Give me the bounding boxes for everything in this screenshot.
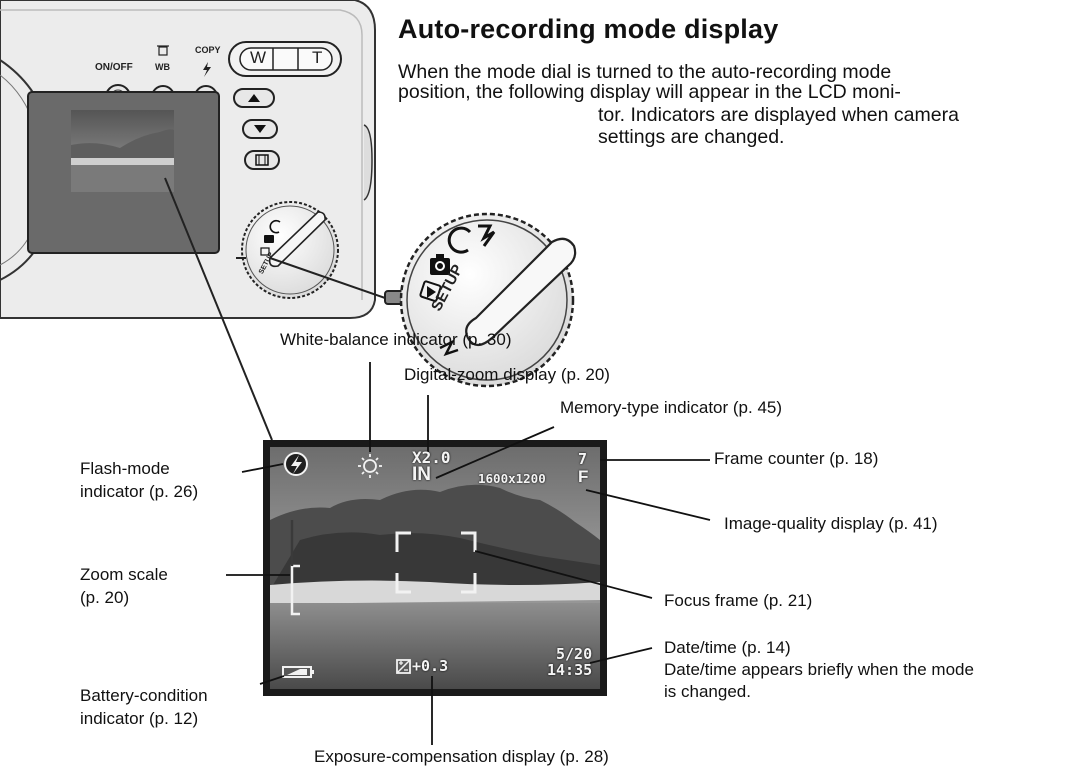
- callout-lines: [226, 362, 711, 745]
- down-button[interactable]: [242, 119, 278, 139]
- display-button[interactable]: [244, 150, 280, 170]
- callout-white-balance: White-balance indicator (p. 30): [280, 330, 512, 349]
- lcd-zoom-value: X2.0: [412, 448, 451, 467]
- small-playback-icon: [260, 247, 270, 256]
- up-button[interactable]: [233, 88, 275, 108]
- callout-focus-frame: Focus frame (p. 21): [664, 591, 813, 610]
- page-title: Auto-recording mode display: [398, 14, 779, 44]
- small-camera-icon: [264, 235, 274, 243]
- white-balance-sun-icon: [358, 454, 382, 478]
- callout-frame-counter: Frame counter (p. 18): [714, 449, 879, 468]
- callout-battery-1: Battery-condition: [80, 686, 208, 705]
- playback-icon: [419, 280, 442, 302]
- flash-mode-icon: [284, 452, 308, 476]
- callout-digital-zoom: Digital-zoom display (p. 20): [404, 365, 610, 384]
- big-lcd-screen: [263, 440, 607, 696]
- callout-image-quality: Image-quality display (p. 41): [724, 514, 938, 533]
- zoom-tele-label: T: [312, 48, 323, 67]
- battery-icon: [282, 666, 314, 678]
- lcd-exposure-value: +0.3: [412, 657, 449, 675]
- flash-icon: [203, 62, 211, 77]
- callout-date-time-3: is changed.: [664, 682, 751, 701]
- on-off-label: ON/OFF: [95, 62, 133, 73]
- intro-line-1: When the mode dial is turned to the auto…: [398, 61, 892, 83]
- callout-memory-type: Memory-type indicator (p. 45): [560, 398, 783, 417]
- lcd-frame-count: 7: [578, 450, 588, 468]
- lcd-leader-line: [164, 177, 273, 441]
- callout-exposure: Exposure-compensation display (p. 28): [314, 747, 609, 766]
- exposure-comp-icon: [396, 659, 411, 674]
- movie-mode-icon: [439, 339, 459, 357]
- lcd-time: 14:35: [547, 661, 593, 679]
- camera-lcd: [27, 91, 220, 254]
- callout-battery-2: indicator (p. 12): [80, 709, 199, 728]
- callout-date-time-2: Date/time appears briefly when the mode: [664, 660, 974, 679]
- callout-zoom-scale-2: (p. 20): [80, 588, 130, 607]
- lcd-memory-type: IN: [412, 464, 431, 485]
- focus-frame: [395, 531, 477, 594]
- zoom-wide-label: W: [250, 48, 267, 67]
- callout-date-time-1: Date/time (p. 14): [664, 638, 791, 657]
- callout-flash-mode-2: indicator (p. 26): [80, 482, 199, 501]
- lcd-date: 5/20: [556, 645, 593, 663]
- intro-line-2: position, the following display will app…: [398, 81, 901, 103]
- callout-zoom-scale-1: Zoom scale: [80, 565, 168, 584]
- camera-mode-icon: [430, 254, 450, 275]
- lcd-quality: F: [578, 467, 589, 486]
- trash-icon: [157, 45, 169, 56]
- wb-label: WB: [155, 62, 170, 72]
- lcd-image-size: 1600x1200: [478, 471, 546, 486]
- large-mode-dial[interactable]: [399, 212, 577, 388]
- callout-flash-mode-1: Flash-mode: [80, 459, 170, 478]
- zoom-lever[interactable]: [228, 41, 342, 77]
- intro-line-3: tor. Indicators are displayed when camer…: [598, 104, 959, 126]
- small-timer-icon: [269, 219, 281, 234]
- copy-label: COPY: [195, 45, 221, 55]
- self-timer-icon: [447, 224, 496, 254]
- zoom-scale-bracket: [290, 520, 300, 616]
- intro-line-4: settings are changed.: [598, 126, 785, 148]
